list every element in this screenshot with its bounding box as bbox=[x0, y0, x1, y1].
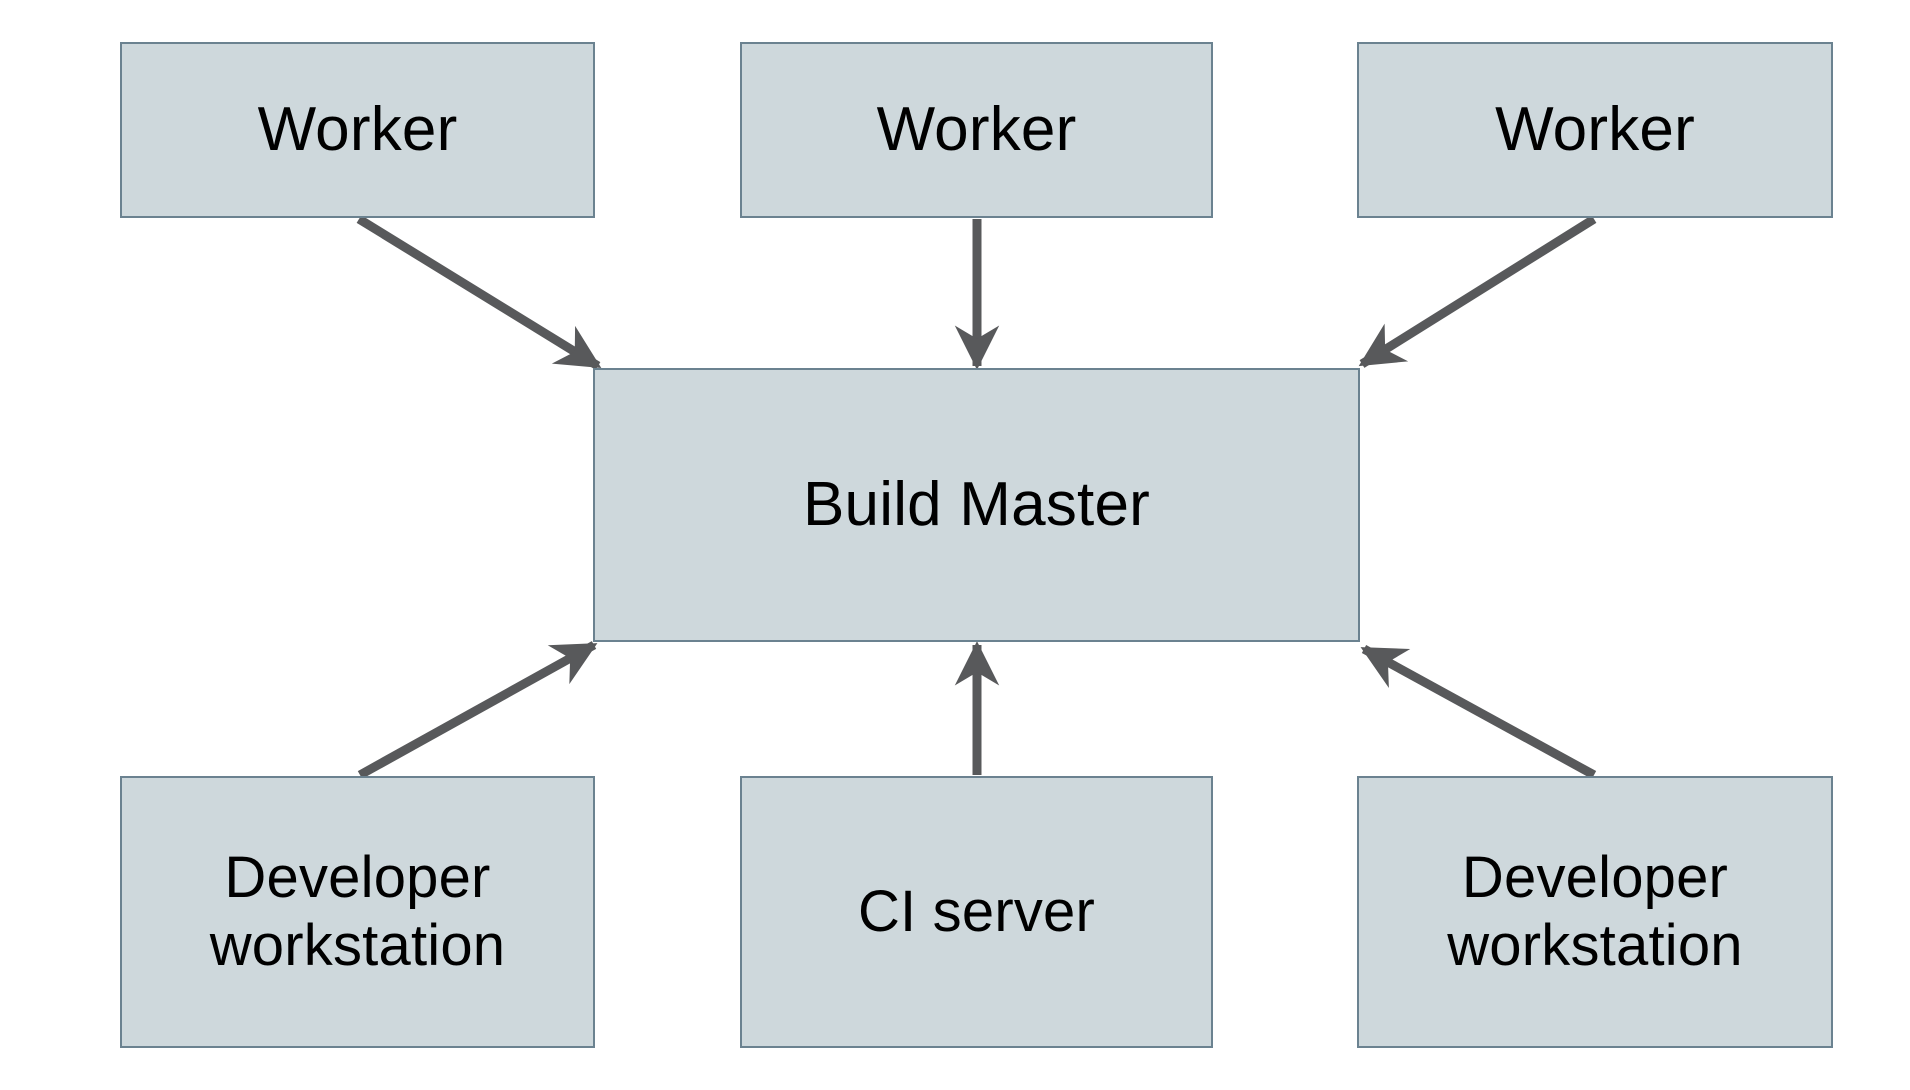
node-worker-2[interactable]: Worker bbox=[740, 42, 1213, 218]
edge-worker-1-to-build-master bbox=[356, 215, 602, 370]
node-developer-workstation-left[interactable]: Developer workstation bbox=[120, 776, 595, 1048]
edge-worker-3-to-build-master bbox=[1358, 215, 1597, 368]
node-build-master[interactable]: Build Master bbox=[593, 368, 1360, 642]
node-worker-1[interactable]: Worker bbox=[120, 42, 595, 218]
node-build-master-label: Build Master bbox=[803, 470, 1150, 540]
edge-dev-right-to-build-master bbox=[1360, 645, 1597, 779]
node-worker-3[interactable]: Worker bbox=[1357, 42, 1833, 218]
node-ci-server[interactable]: CI server bbox=[740, 776, 1213, 1048]
node-developer-workstation-left-label: Developer workstation bbox=[209, 844, 506, 978]
node-worker-1-label: Worker bbox=[257, 95, 458, 165]
node-ci-server-label: CI server bbox=[857, 878, 1096, 944]
node-worker-2-label: Worker bbox=[876, 95, 1077, 165]
node-developer-workstation-right[interactable]: Developer workstation bbox=[1357, 776, 1833, 1048]
node-worker-3-label: Worker bbox=[1495, 95, 1695, 165]
node-developer-workstation-right-label: Developer workstation bbox=[1447, 844, 1743, 978]
edge-dev-left-to-build-master bbox=[357, 641, 598, 779]
